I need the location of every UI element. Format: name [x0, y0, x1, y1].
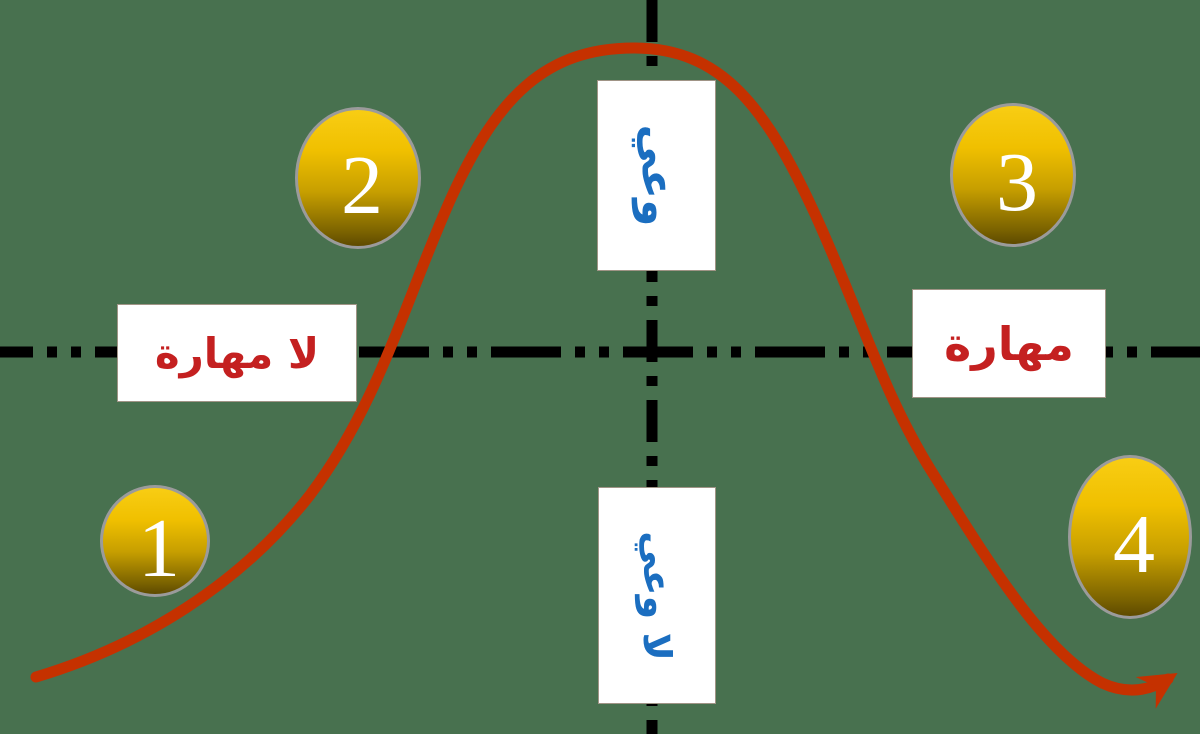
label-box-awareness: وعي [597, 80, 716, 271]
learning-curve-path [30, 42, 1178, 709]
stage-number-3: 3 [996, 136, 1038, 229]
awareness-label: وعي [630, 124, 682, 227]
label-box-no-awareness: لا وعي [598, 487, 716, 704]
skill-label: مهارة [944, 316, 1074, 371]
label-box-no-skill: لا مهارة [117, 304, 357, 402]
stage-badge-4: 4 [1068, 455, 1192, 619]
stage-number-1: 1 [138, 502, 180, 595]
stage-badge-1: 1 [100, 485, 210, 597]
stage-number-2: 2 [341, 139, 383, 232]
stage-badge-2: 2 [295, 107, 421, 249]
no-skill-label: لا مهارة [154, 328, 320, 378]
stage-badge-3: 3 [950, 103, 1076, 247]
no-awareness-label: لا وعي [635, 530, 679, 661]
label-box-skill: مهارة [912, 289, 1106, 398]
stage-number-4: 4 [1113, 498, 1155, 591]
